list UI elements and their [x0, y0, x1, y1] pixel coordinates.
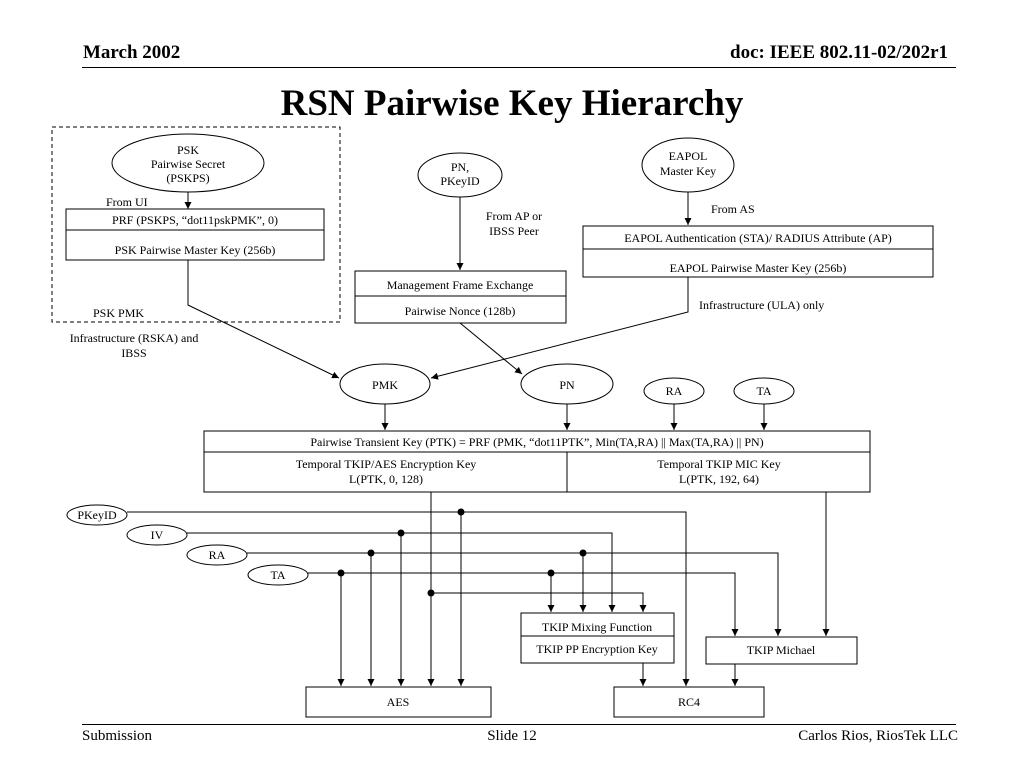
- pn-pkeyid-line2: PKeyID: [440, 174, 480, 188]
- tkip-mixing-box: [520, 612, 675, 664]
- tkip-pp-label: TKIP PP Encryption Key: [536, 642, 657, 656]
- ta-label: TA: [756, 384, 771, 398]
- psk-secret-line2: Pairwise Secret: [151, 157, 226, 171]
- aes-box: [305, 686, 492, 718]
- tkip-mixing-label: TKIP Mixing Function: [542, 620, 652, 634]
- ra-label: RA: [666, 384, 683, 398]
- ptk-box: [203, 430, 871, 493]
- eapol-master-line2: Master Key: [660, 164, 716, 178]
- from-ui-label: From UI: [106, 195, 148, 209]
- footer-rule: [82, 724, 956, 725]
- infra-rska-line1: Infrastructure (RSKA) and: [70, 331, 199, 345]
- input-iv-label: IV: [151, 528, 164, 542]
- eapol-master-line1: EAPOL: [669, 149, 708, 163]
- from-ap-line2: IBSS Peer: [489, 224, 539, 238]
- rc4-box: [613, 686, 765, 718]
- tkip-michael-label: TKIP Michael: [747, 643, 816, 657]
- psk-prf-label: PRF (PSKPS, “dot11pskPMK”, 0): [112, 213, 278, 227]
- junction-dots: [337, 508, 587, 597]
- eapol-auth-box: [582, 225, 934, 278]
- psk-region: [51, 126, 341, 323]
- slide-title: RSN Pairwise Key Hierarchy: [280, 83, 744, 124]
- input-pkeyid-ellipse: [66, 504, 128, 526]
- eapol-pmk-label: EAPOL Pairwise Master Key (256b): [670, 261, 847, 275]
- nonce-pn-arrow: [459, 322, 523, 375]
- from-ap-line1: From AP or: [486, 209, 542, 223]
- footer-slide-number: Slide 12: [487, 728, 537, 744]
- psk-pmk-arrow: [187, 260, 340, 379]
- connector-lines: [127, 492, 830, 686]
- tkip-michael-box: [705, 636, 858, 665]
- temporal-mic-line2: L(PTK, 192, 64): [679, 472, 759, 486]
- rc4-label: RC4: [678, 695, 700, 709]
- pmk-label: PMK: [372, 378, 398, 392]
- header-doc-id: doc: IEEE 802.11-02/202r1: [730, 42, 948, 63]
- ptk-title: Pairwise Transient Key (PTK) = PRF (PMK,…: [310, 435, 763, 449]
- input-ta-label: TA: [270, 568, 285, 582]
- input-ra-ellipse: [186, 544, 248, 566]
- input-iv-ellipse: [126, 524, 188, 546]
- pn-label: PN: [559, 378, 575, 392]
- aes-label: AES: [387, 695, 410, 709]
- footer-author: Carlos Rios, RiosTek LLC: [798, 728, 958, 744]
- eapol-pmk-arrow: [430, 277, 689, 380]
- temporal-enc-line1: Temporal TKIP/AES Encryption Key: [296, 457, 477, 471]
- temporal-enc-line2: L(PTK, 0, 128): [349, 472, 423, 486]
- psk-pmk-label: PSK PMK: [93, 306, 144, 320]
- psk-secret-line3: (PSKPS): [166, 171, 209, 185]
- mgmt-exchange-label: Management Frame Exchange: [387, 278, 534, 292]
- from-as-label: From AS: [711, 202, 755, 216]
- temporal-mic-line1: Temporal TKIP MIC Key: [657, 457, 780, 471]
- psk-secret-line1: PSK: [177, 143, 199, 157]
- header-rule: [82, 67, 956, 68]
- input-pkeyid-label: PKeyID: [77, 508, 117, 522]
- input-ra-label: RA: [209, 548, 226, 562]
- pn-pkeyid-line1: PN,: [451, 160, 469, 174]
- psk-pmk-box-label: PSK Pairwise Master Key (256b): [115, 243, 276, 257]
- psk-prf-box: [65, 208, 325, 261]
- infra-rska-line2: IBSS: [121, 346, 146, 360]
- input-ta-ellipse: [247, 564, 309, 586]
- infra-ula-label: Infrastructure (ULA) only: [699, 298, 824, 312]
- header-date: March 2002: [83, 42, 181, 63]
- footer-submission: Submission: [82, 728, 153, 744]
- pairwise-nonce-label: Pairwise Nonce (128b): [405, 304, 516, 318]
- eapol-auth-label: EAPOL Authentication (STA)/ RADIUS Attri…: [624, 231, 892, 245]
- mgmt-exchange-box: [354, 270, 567, 324]
